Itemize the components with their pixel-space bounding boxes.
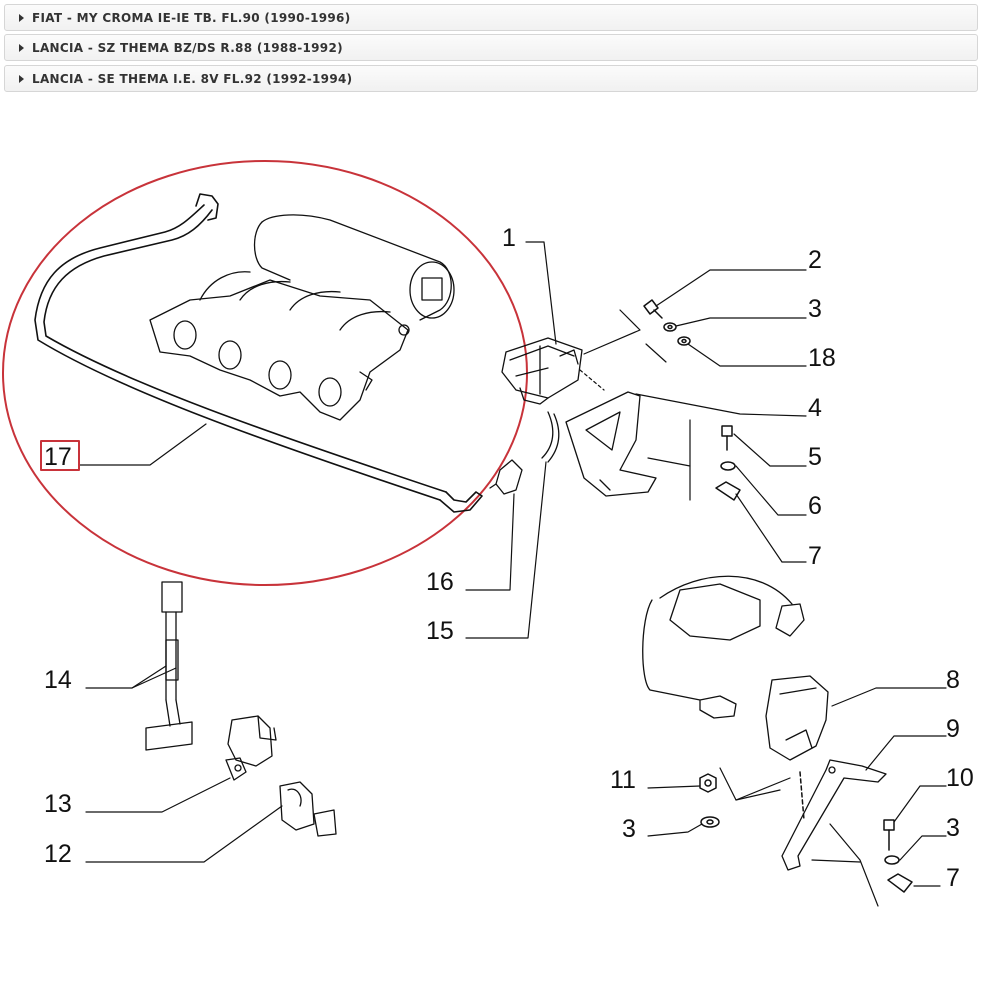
- callout-15[interactable]: 15: [426, 617, 454, 645]
- callout-8[interactable]: 8: [946, 666, 960, 694]
- callout-5[interactable]: 5: [808, 443, 822, 471]
- washer-3-lower[interactable]: [884, 855, 900, 865]
- clip-7[interactable]: [715, 481, 741, 501]
- highlight-ellipse: [2, 160, 528, 586]
- bracket-9[interactable]: [781, 759, 887, 871]
- washer-3-middle[interactable]: [700, 816, 720, 828]
- accordion-item-label: FIAT - MY CROMA IE-IE TB. FL.90 (1990-19…: [32, 10, 351, 25]
- washer-18[interactable]: [677, 336, 691, 346]
- callout-3-lower[interactable]: 3: [946, 814, 960, 842]
- callout-10[interactable]: 10: [946, 764, 974, 792]
- expand-triangle-icon: [19, 13, 24, 22]
- washer-3[interactable]: [663, 322, 677, 332]
- callout-6[interactable]: 6: [808, 492, 822, 520]
- valve-13[interactable]: [225, 715, 277, 781]
- clip-7-lower[interactable]: [887, 873, 913, 893]
- ignition-module-8[interactable]: [642, 575, 829, 761]
- screw-5[interactable]: [721, 425, 733, 451]
- callout-14[interactable]: 14: [44, 666, 72, 694]
- intake-manifold: [149, 214, 455, 421]
- callout-17[interactable]: 17: [44, 443, 72, 471]
- accordion-item-label: LANCIA - SZ THEMA BZ/DS R.88 (1988-1992): [32, 40, 343, 55]
- callout-12[interactable]: 12: [44, 840, 72, 868]
- solenoid-valve-1[interactable]: [501, 337, 583, 405]
- callout-4[interactable]: 4: [808, 394, 822, 422]
- callout-11[interactable]: 11: [610, 766, 636, 794]
- callout-9[interactable]: 9: [946, 715, 960, 743]
- callout-16[interactable]: 16: [426, 568, 454, 596]
- bolt-2[interactable]: [643, 299, 663, 319]
- vacuum-pipe-17[interactable]: [34, 193, 483, 513]
- callout-7[interactable]: 7: [808, 542, 822, 570]
- callout-1[interactable]: 1: [502, 224, 516, 252]
- nut-11[interactable]: [699, 773, 717, 793]
- leader-lines: [79, 241, 947, 907]
- accordion-item-label: LANCIA - SE THEMA I.E. 8V FL.92 (1992-19…: [32, 71, 353, 86]
- clip-12[interactable]: [279, 781, 337, 837]
- expand-triangle-icon: [19, 74, 24, 83]
- exploded-parts-diagram: 1 2 3 18 4 5 6 7 8 9 10 3 7 11 3 14 13 1…: [2, 160, 974, 907]
- accordion-item-lancia-sz-thema[interactable]: LANCIA - SZ THEMA BZ/DS R.88 (1988-1992): [4, 34, 978, 61]
- callout-17-box: [40, 440, 80, 471]
- expand-triangle-icon: [19, 43, 24, 52]
- bracket-4[interactable]: [565, 391, 657, 497]
- bolt-10[interactable]: [883, 819, 895, 851]
- callout-18[interactable]: 18: [808, 344, 836, 372]
- accordion-item-lancia-se-thema[interactable]: LANCIA - SE THEMA I.E. 8V FL.92 (1992-19…: [4, 65, 978, 92]
- callout-3-middle[interactable]: 3: [622, 815, 636, 843]
- callout-13[interactable]: 13: [44, 790, 72, 818]
- callout-numbers: 1 2 3 18 4 5 6 7 8 9 10 3 7 11 3 14 13 1…: [44, 224, 974, 892]
- accordion-item-fiat-croma[interactable]: FIAT - MY CROMA IE-IE TB. FL.90 (1990-19…: [4, 4, 978, 31]
- callout-2[interactable]: 2: [808, 246, 822, 274]
- washer-6[interactable]: [720, 461, 736, 471]
- hose-15[interactable]: [541, 411, 560, 463]
- callout-3[interactable]: 3: [808, 295, 822, 323]
- hose-connector-16[interactable]: [489, 459, 523, 495]
- connector-14[interactable]: [145, 581, 193, 751]
- callout-7-lower[interactable]: 7: [946, 864, 960, 892]
